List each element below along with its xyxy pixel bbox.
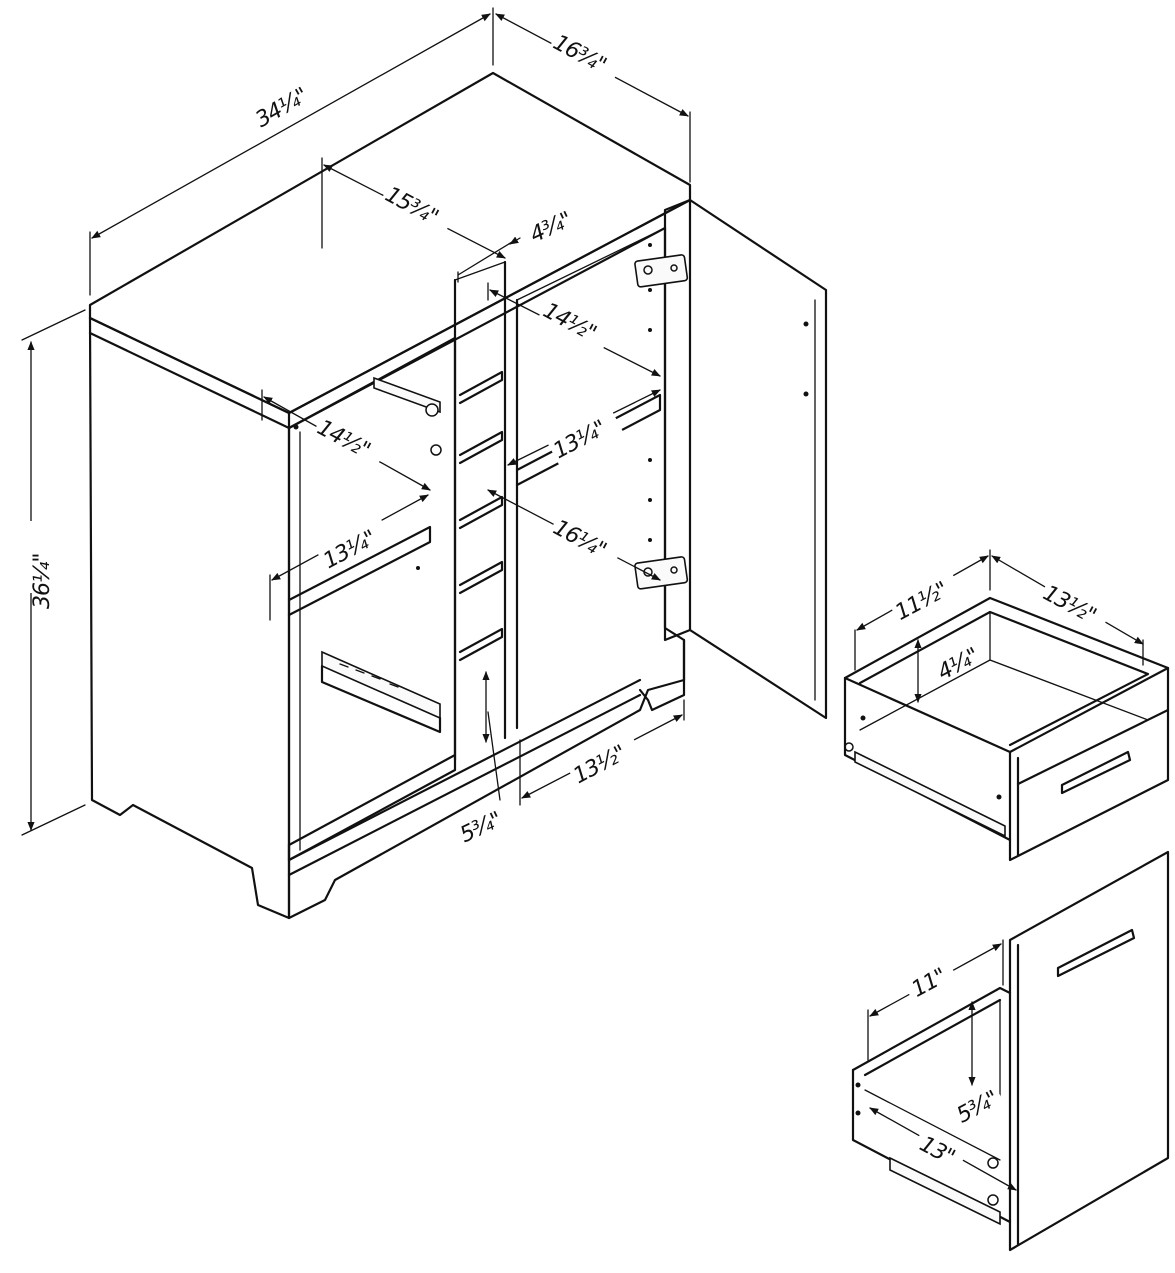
label-center-divider: 4¾" — [526, 208, 575, 249]
label-base-height: 5¾" — [456, 808, 505, 849]
drawer-slide-lower — [320, 650, 442, 734]
file-drawer-handle — [1056, 928, 1136, 978]
file-drawer — [851, 850, 1170, 1252]
small-drawer — [843, 596, 1170, 862]
label-cabinet-height: 36¼" — [30, 554, 55, 609]
label-small-drawer-height: 4¼" — [934, 644, 983, 686]
dimension-lines — [21, 7, 1144, 1191]
hinge-upper — [634, 254, 689, 288]
hinge-lower — [634, 556, 689, 590]
open-door — [663, 198, 828, 720]
cabinet-left-side — [88, 316, 291, 920]
small-drawer-handle — [1060, 750, 1132, 795]
dimension-labels: 34¼" 16¾" 36¼" 15¾" 4¾" 14½" 13¼" 14½" 1… — [25, 24, 1113, 1175]
